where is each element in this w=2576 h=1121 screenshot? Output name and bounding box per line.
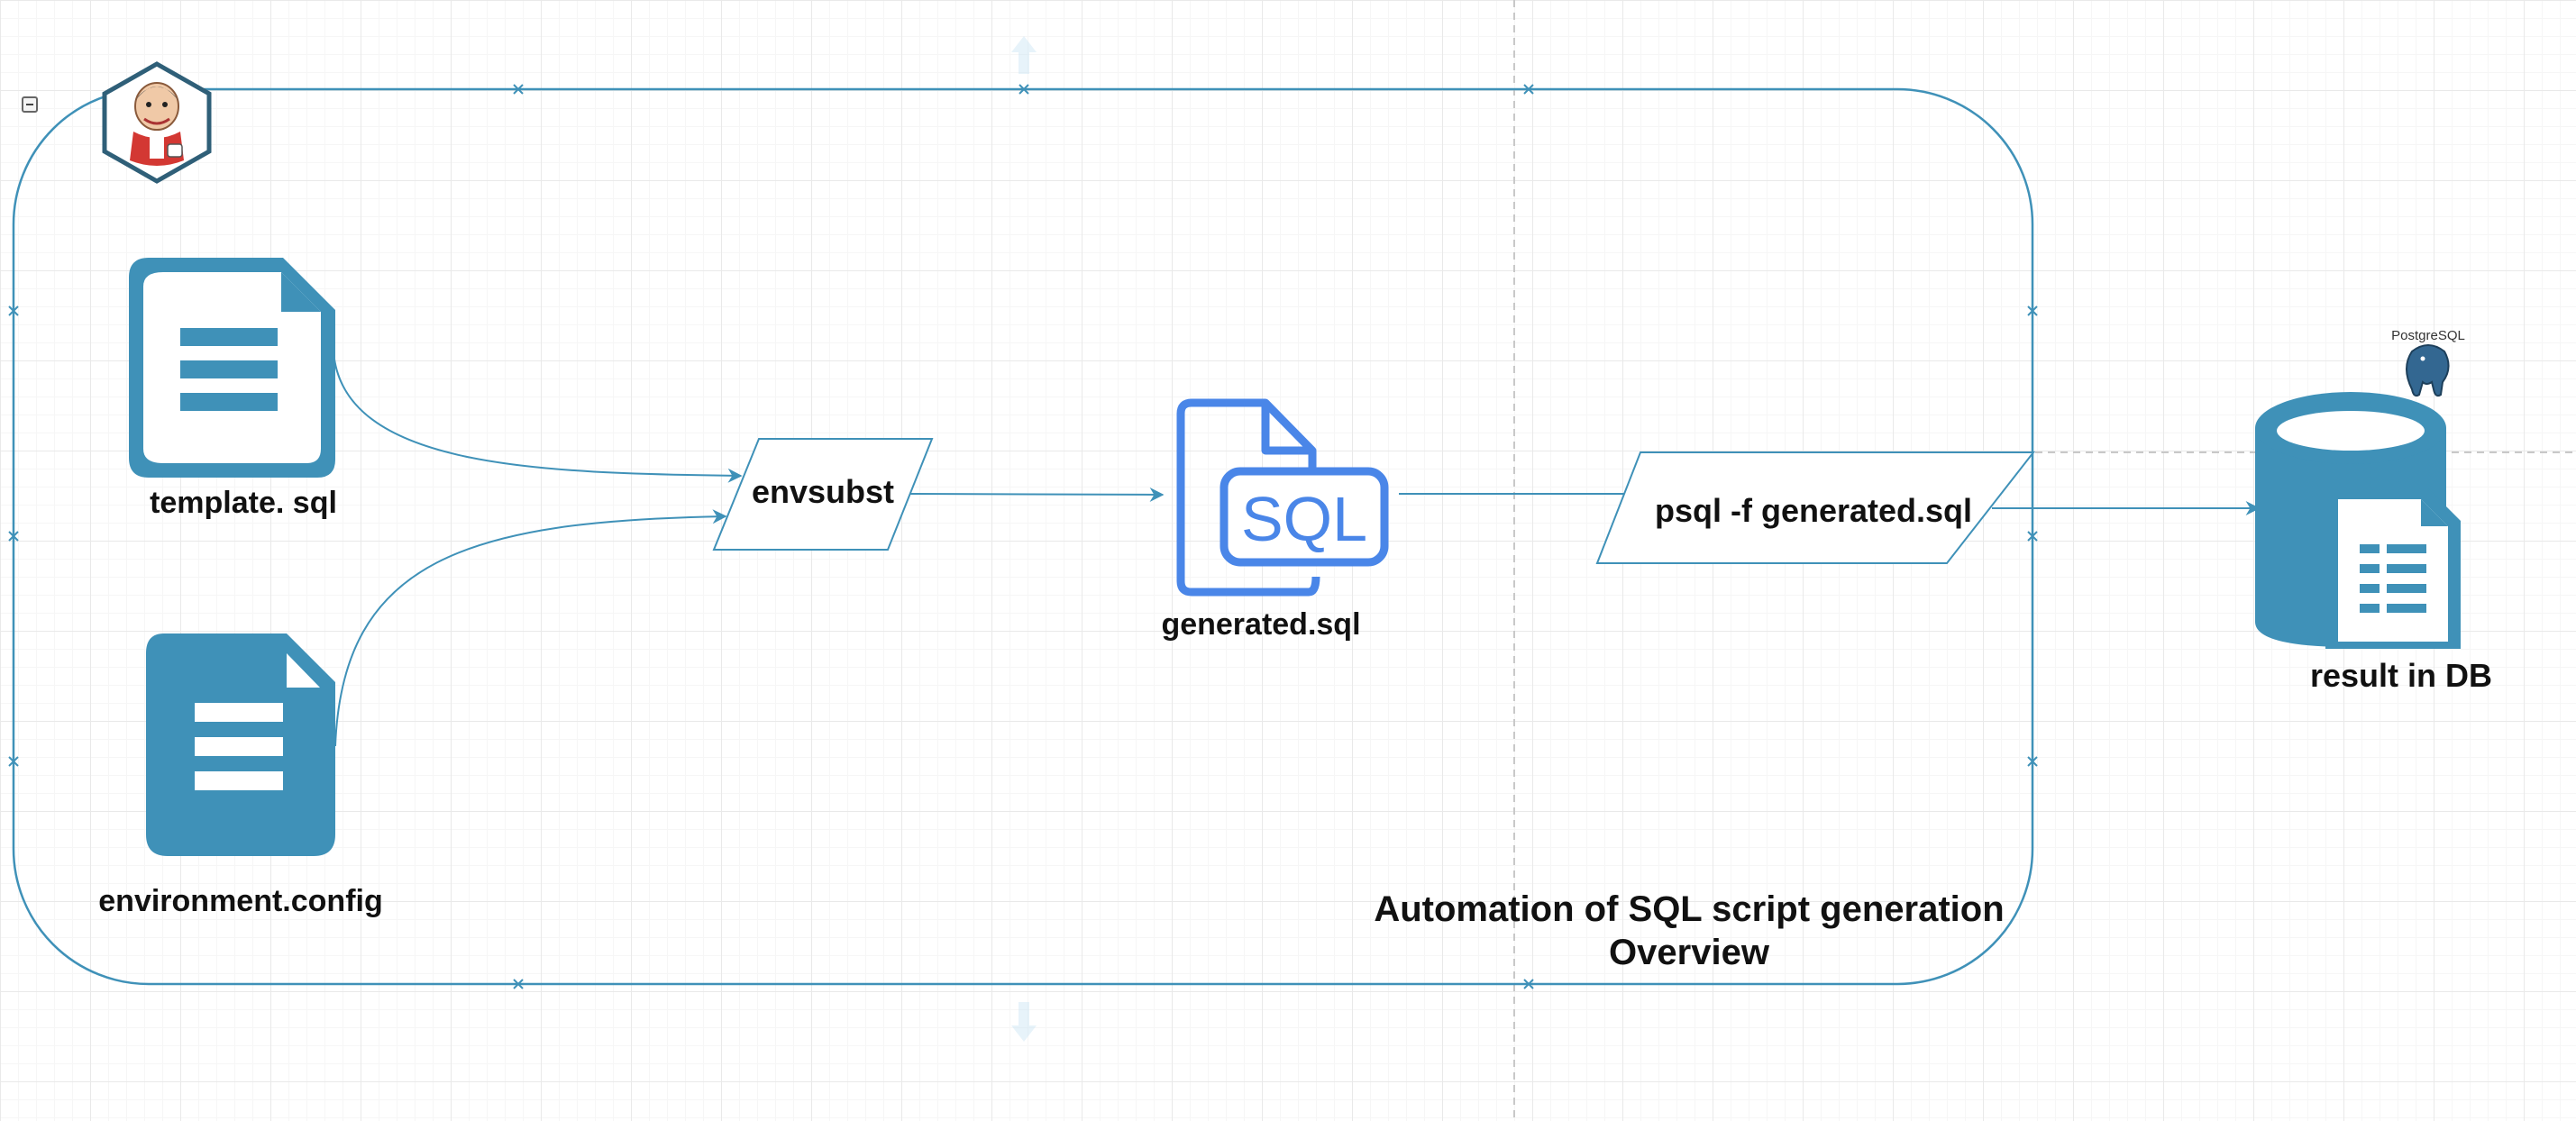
environment-label: environment.config — [98, 884, 382, 918]
psql-label: psql -f generated.sql — [1655, 492, 1972, 529]
psql-step[interactable]: psql -f generated.sql — [1595, 451, 2036, 564]
group-title-line1: Automation of SQL script generation — [1374, 889, 2004, 929]
connector-template-to-envsubst[interactable] — [333, 351, 743, 483]
envsubst-step[interactable]: envsubst — [712, 438, 934, 551]
generated-label: generated.sql — [1161, 607, 1360, 642]
envsubst-label: envsubst — [752, 473, 894, 510]
sql-badge-label: SQL — [1241, 484, 1367, 554]
template-label: template. sql — [150, 486, 337, 520]
template-document-icon[interactable] — [129, 258, 335, 478]
group-title-line2: Overview — [1609, 933, 1770, 972]
environment-document-icon[interactable] — [146, 633, 335, 856]
move-up-arrow-icon[interactable] — [1011, 36, 1037, 74]
move-down-arrow-icon[interactable] — [1011, 1002, 1037, 1042]
connector-environment-to-envsubst[interactable] — [334, 509, 727, 747]
postgresql-logo-icon: PostgreSQL — [2391, 328, 2465, 397]
postgresql-logo-text: PostgreSQL — [2391, 328, 2465, 343]
collapse-group-button[interactable] — [22, 96, 38, 113]
result-label: result in DB — [2310, 657, 2492, 694]
selection-handles[interactable] — [8, 84, 2038, 989]
sql-file-icon[interactable]: SQL — [1176, 398, 1389, 597]
database-cylinder-icon[interactable] — [2255, 392, 2461, 649]
connector-envsubst-to-generated[interactable] — [908, 487, 1165, 502]
jenkins-logo-icon — [102, 61, 212, 184]
